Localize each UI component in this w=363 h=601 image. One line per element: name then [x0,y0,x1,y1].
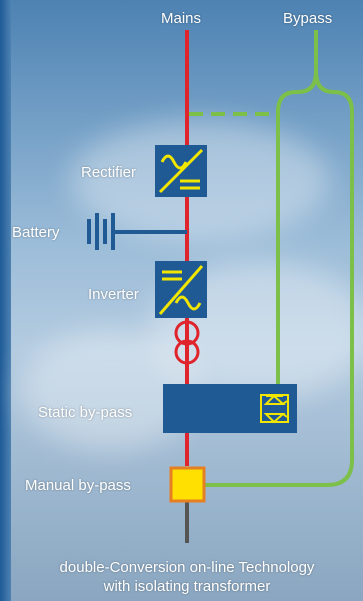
rectifier-label: Rectifier [81,164,137,181]
left-accent-bar [0,0,11,601]
static-bypass-label: Static by-pass [38,404,133,421]
rectifier-block [155,145,207,197]
bypass-outer-loop [205,71,354,487]
inverter-block [155,261,207,318]
diagram-caption: double-Conversion on-line Technology wit… [11,558,363,596]
bypass-line [276,30,318,387]
caption-line-1: double-Conversion on-line Technology [59,559,315,576]
battery-label: Battery [12,224,60,241]
transformer-icon [174,320,200,365]
bypass-label: Bypass [283,10,333,27]
static-bypass-block [163,384,297,433]
battery-icon [87,213,115,250]
manual-bypass-label: Manual by-pass [25,477,131,494]
mains-label: Mains [161,10,202,27]
inverter-label: Inverter [88,286,139,303]
caption-line-2: with isolating transformer [103,578,271,595]
manual-bypass-switch [169,466,206,503]
